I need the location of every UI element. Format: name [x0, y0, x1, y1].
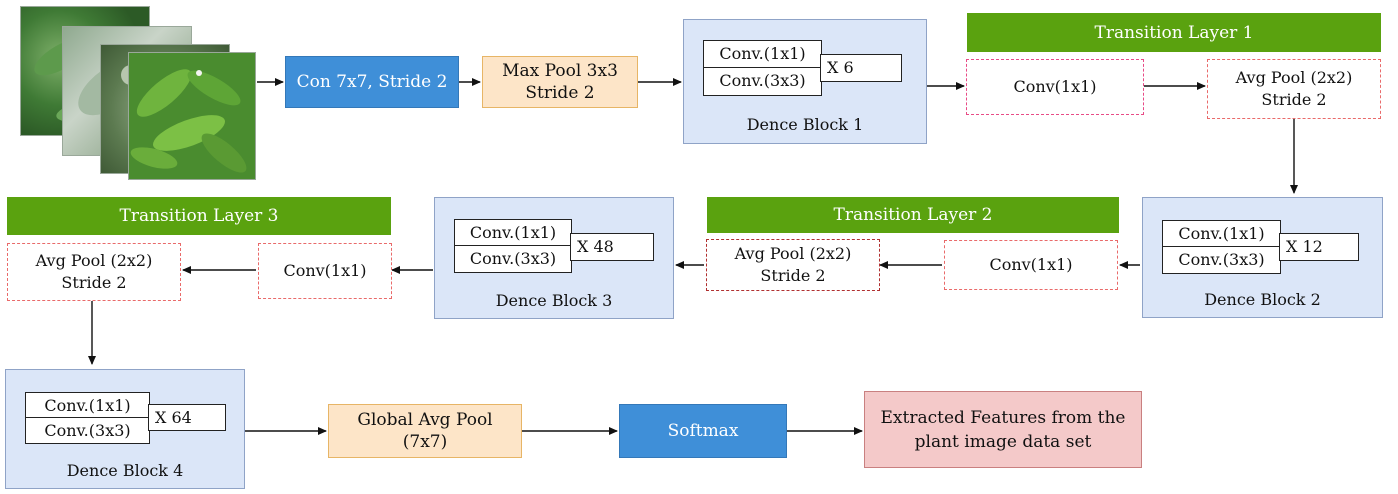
extracted-features-box: Extracted Features from the plant image …: [864, 391, 1142, 468]
softmax-box: Softmax: [619, 404, 787, 458]
dense2-conv1x1: Conv.(1x1): [1162, 220, 1281, 248]
maxpool-line1: Max Pool 3x3: [502, 61, 618, 81]
transition-1-conv-label: Conv(1x1): [1013, 77, 1097, 96]
transition-3-title: Transition Layer 3: [119, 206, 279, 226]
global-avg-pool-line2: (7x7): [402, 432, 448, 452]
dense1-label: Dence Block 1: [746, 115, 864, 134]
extracted-features-line1: Extracted Features from the: [880, 407, 1126, 428]
dense1-repeat: X 6: [820, 54, 902, 82]
dense1-conv3x3: Conv.(3x3): [703, 67, 822, 96]
dense2-conv3x3: Conv.(3x3): [1162, 246, 1281, 274]
transition-2-title: Transition Layer 2: [833, 205, 993, 225]
global-avg-pool-box: Global Avg Pool (7x7): [328, 404, 522, 458]
transition-2-conv-label: Conv(1x1): [989, 255, 1073, 274]
transition-2-header: Transition Layer 2: [707, 197, 1119, 233]
transition-3-conv-label: Conv(1x1): [283, 261, 367, 280]
extracted-features-line2: plant image data set: [914, 431, 1092, 452]
maxpool-line2: Stride 2: [525, 83, 595, 103]
transition-3-pool: Avg Pool (2x2) Stride 2: [7, 243, 181, 301]
dense-block-4: Conv.(1x1) Conv.(3x3) X 64 Dence Block 4: [5, 369, 245, 489]
dense-block-1: Conv.(1x1) Conv.(3x3) X 6 Dence Block 1: [683, 19, 927, 144]
transition-1-conv: Conv(1x1): [966, 59, 1144, 115]
transition-1-pool-line1: Avg Pool (2x2): [1235, 68, 1353, 87]
transition-1-pool-line2: Stride 2: [1261, 90, 1327, 109]
transition-3-conv: Conv(1x1): [258, 243, 392, 299]
dense3-conv1x1: Conv.(1x1): [454, 219, 572, 247]
dense1-conv1x1: Conv.(1x1): [703, 40, 822, 69]
dense2-label: Dence Block 2: [1204, 290, 1321, 309]
dense2-repeat: X 12: [1279, 233, 1359, 261]
transition-3-pool-line1: Avg Pool (2x2): [35, 251, 153, 270]
dense-block-2: Conv.(1x1) Conv.(3x3) X 12 Dence Block 2: [1142, 197, 1383, 318]
transition-2-conv: Conv(1x1): [944, 240, 1118, 290]
dense4-conv1x1: Conv.(1x1): [25, 392, 150, 419]
softmax-label: Softmax: [667, 421, 739, 441]
dense4-repeat: X 64: [148, 404, 226, 431]
global-avg-pool-line1: Global Avg Pool: [357, 410, 493, 430]
conv-7x7-label: Con 7x7, Stride 2: [296, 72, 448, 92]
transition-1-pool: Avg Pool (2x2) Stride 2: [1207, 59, 1381, 119]
conv-7x7-box: Con 7x7, Stride 2: [285, 56, 459, 108]
dense4-label: Dence Block 4: [66, 461, 184, 480]
transition-1-header: Transition Layer 1: [967, 13, 1381, 52]
transition-1-title: Transition Layer 1: [1094, 22, 1254, 43]
dense-block-3: Conv.(1x1) Conv.(3x3) X 48 Dence Block 3: [434, 197, 674, 319]
transition-2-pool: Avg Pool (2x2) Stride 2: [706, 239, 880, 291]
dense3-conv3x3: Conv.(3x3): [454, 245, 572, 273]
plant-photo-front: [128, 52, 256, 180]
transition-3-pool-line2: Stride 2: [61, 273, 127, 292]
dense3-label: Dence Block 3: [495, 291, 613, 310]
dense3-repeat: X 48: [570, 233, 654, 261]
transition-2-pool-line1: Avg Pool (2x2): [734, 244, 852, 263]
transition-2-pool-line2: Stride 2: [760, 266, 826, 285]
transition-3-header: Transition Layer 3: [7, 197, 391, 235]
maxpool-box: Max Pool 3x3 Stride 2: [482, 56, 638, 108]
input-image-stack: [20, 6, 256, 180]
dense4-conv3x3: Conv.(3x3): [25, 417, 150, 444]
